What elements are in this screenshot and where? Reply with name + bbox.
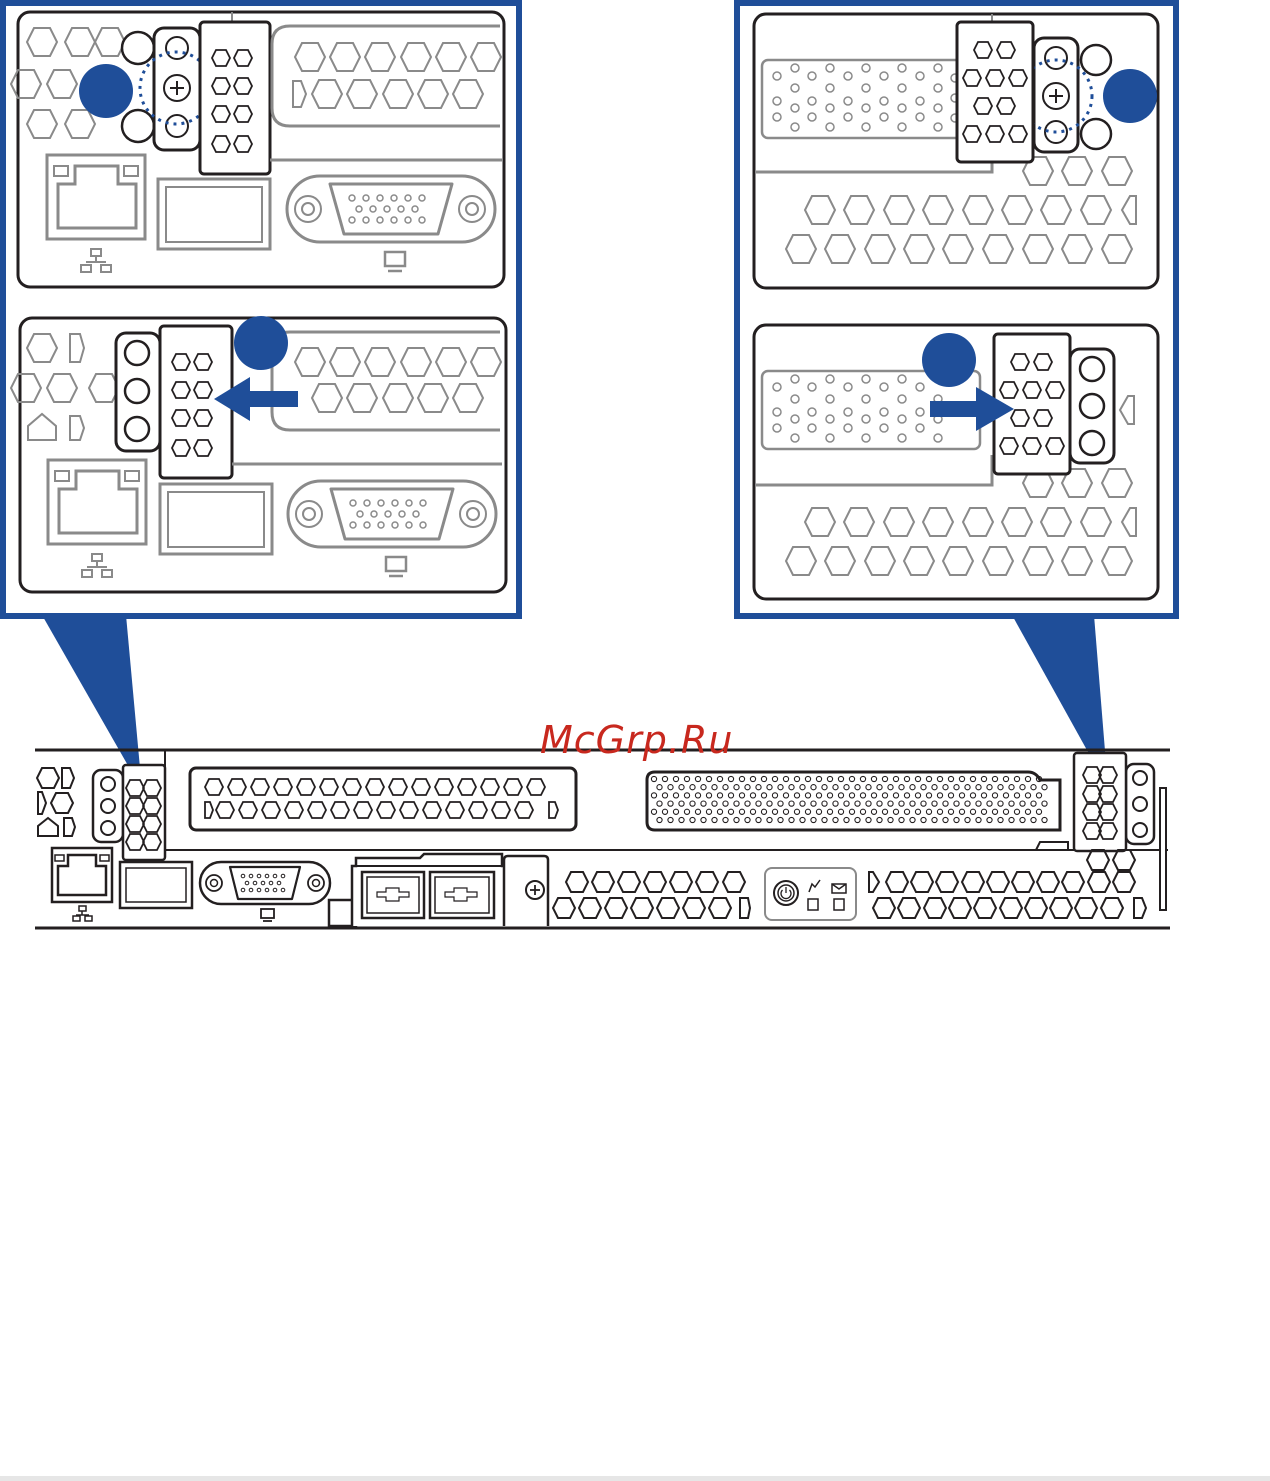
left-bottom-bracket-holes [116, 333, 160, 451]
main-right-vent-holes [869, 850, 1146, 918]
right-bottom-bracket-holes [1070, 349, 1114, 463]
step-marker-1 [79, 64, 133, 118]
lan-port [48, 460, 146, 544]
vga-port [287, 176, 495, 242]
control-buttons-panel [765, 868, 856, 920]
main-usb-port [120, 862, 192, 908]
main-lan-port [52, 848, 112, 902]
main-left-vent-holes [37, 768, 75, 836]
step-marker-2 [922, 333, 976, 387]
power-supply [329, 854, 548, 926]
main-left-bracket [93, 765, 165, 860]
network-port-icon [73, 906, 92, 921]
main-right-bracket [1074, 753, 1166, 910]
usb-port [160, 484, 272, 554]
vga-port [288, 481, 496, 547]
footer-rule [0, 1476, 1270, 1481]
step-marker-2 [234, 316, 288, 370]
main-center-vent-holes [553, 872, 750, 918]
watermark-text: McGrp.Ru [540, 718, 733, 762]
server-rear-panel [35, 750, 1170, 928]
lan-port [47, 155, 145, 239]
power-icon[interactable] [774, 881, 798, 905]
left-top-inset [11, 12, 504, 287]
usb-port [158, 179, 270, 249]
main-full-height-card [647, 772, 1068, 850]
main-vga-port [200, 862, 330, 904]
right-top-slot-cover [957, 22, 1033, 162]
left-top-slot-cover [200, 22, 270, 174]
right-top-inset [754, 14, 1158, 288]
right-detail-panel [737, 3, 1176, 616]
left-bottom-inset [11, 316, 506, 592]
monitor-icon [261, 909, 274, 921]
right-bottom-slot-cover [994, 334, 1070, 474]
right-top-card-perforation [762, 60, 980, 138]
thumbscrew-icon [526, 881, 544, 899]
right-bottom-inset [754, 325, 1158, 599]
main-low-profile-card [190, 768, 576, 830]
step-marker-1 [1103, 69, 1157, 123]
left-detail-panel [3, 3, 519, 616]
